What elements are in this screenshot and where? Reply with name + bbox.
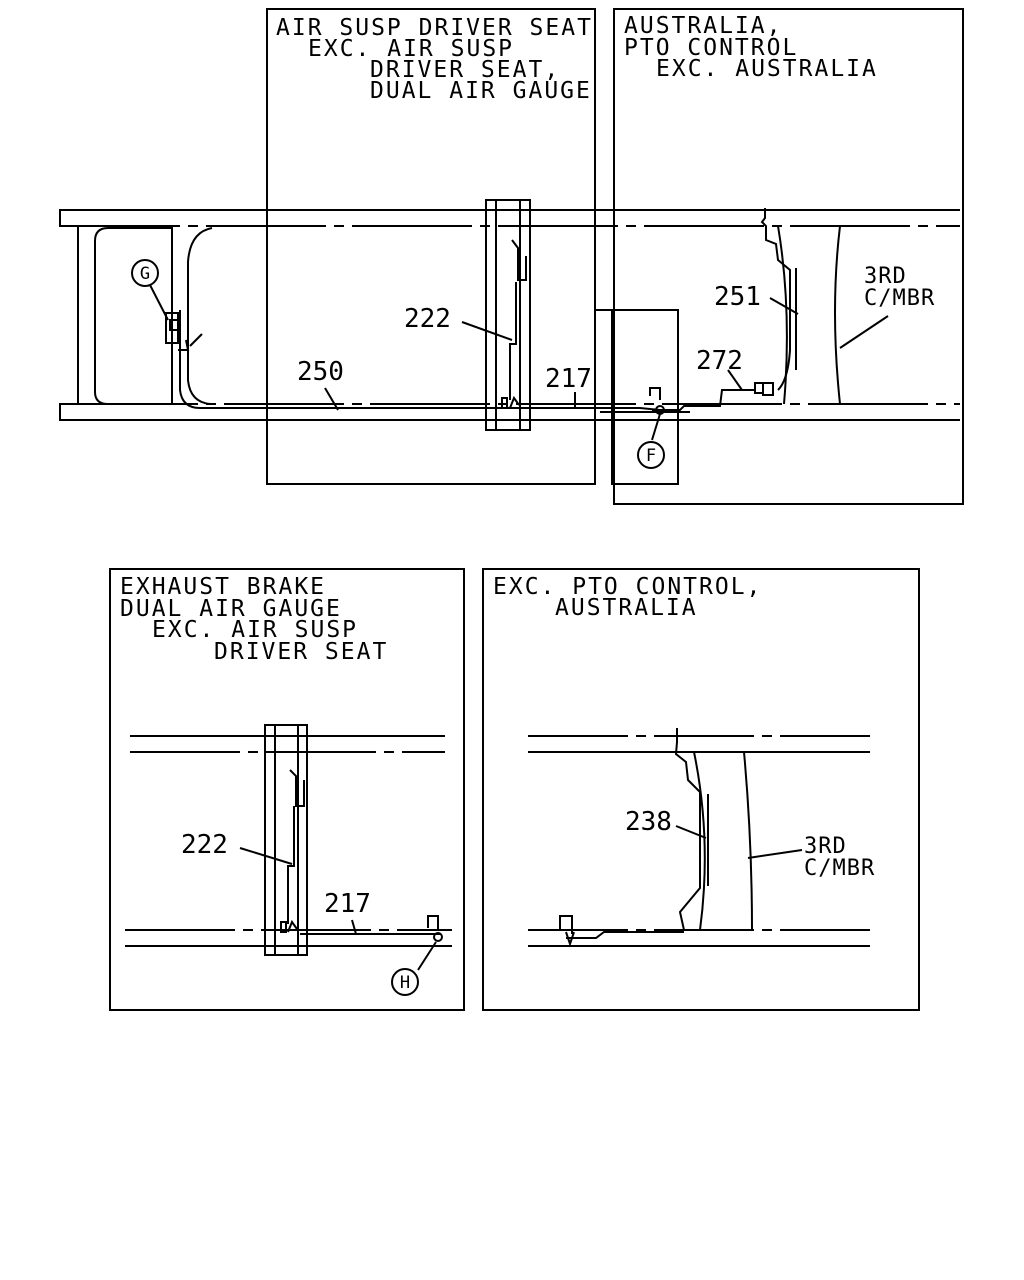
circle-marker-f	[637, 441, 665, 469]
callout-222-bottom: 222	[181, 830, 228, 860]
circle-marker-h-label: H	[400, 973, 410, 993]
caption-top-left-line3: DRIVER SEAT,	[370, 57, 560, 83]
cross-member-label-top-line1: 3RD	[864, 264, 907, 289]
frame-rails-bottom-left	[125, 735, 452, 947]
caption-bottom-right-line2: AUSTRALIA	[555, 595, 698, 621]
circle-marker-f-label: F	[646, 446, 656, 466]
callout-217-top: 217	[545, 364, 592, 394]
caption-bottom-left-line2: DUAL AIR GAUGE	[120, 596, 342, 622]
pipe-line-top	[165, 310, 774, 415]
callout-217-bottom: 217	[324, 889, 371, 919]
cross-member-label-top-line2: C/MBR	[864, 286, 935, 311]
caption-top-right-line3: EXC. AUSTRALIA	[656, 56, 878, 82]
panel-top-right-frame	[613, 8, 964, 505]
seat-bracket-top	[485, 199, 531, 431]
callout-251: 251	[714, 282, 761, 312]
cross-member-label-bottom-line2: C/MBR	[804, 856, 875, 881]
callout-250: 250	[297, 357, 344, 387]
callout-238: 238	[625, 807, 672, 837]
cross-member-label-bottom-line1: 3RD	[804, 834, 847, 859]
caption-top-left-line1: AIR SUSP DRIVER SEAT	[276, 15, 593, 41]
panel-top-left-notch	[594, 9, 679, 485]
seat-bracket-bottom-left	[264, 724, 308, 956]
cross-member-bottom	[674, 728, 753, 931]
circle-marker-g	[131, 259, 159, 287]
pipe-line-bottom-right	[559, 825, 803, 948]
caption-bottom-left-line1: EXHAUST BRAKE	[120, 574, 326, 600]
pipe-line-bottom-left	[239, 847, 443, 971]
callout-222-top: 222	[404, 304, 451, 334]
caption-top-left-line4: DUAL AIR GAUGE	[370, 78, 592, 104]
caption-top-right-line2: PTO CONTROL	[624, 35, 798, 61]
cross-member-top	[760, 208, 841, 405]
panel-bottom-left-frame	[109, 568, 465, 1011]
callout-272: 272	[696, 346, 743, 376]
caption-bottom-left-line3: EXC. AIR SUSP	[152, 617, 358, 643]
caption-top-right-line1: AUSTRALIA,	[624, 13, 782, 39]
caption-bottom-right-line1: EXC. PTO CONTROL,	[493, 574, 762, 600]
panel-bottom-right-frame	[482, 568, 920, 1011]
leader-lines-top	[149, 284, 889, 441]
frame-rails-bottom-right	[528, 735, 870, 947]
caption-bottom-left-line4: DRIVER SEAT	[214, 639, 388, 665]
circle-marker-h	[391, 968, 419, 996]
circle-marker-g-label: G	[140, 264, 150, 284]
caption-top-left-line2: EXC. AIR SUSP	[308, 36, 514, 62]
